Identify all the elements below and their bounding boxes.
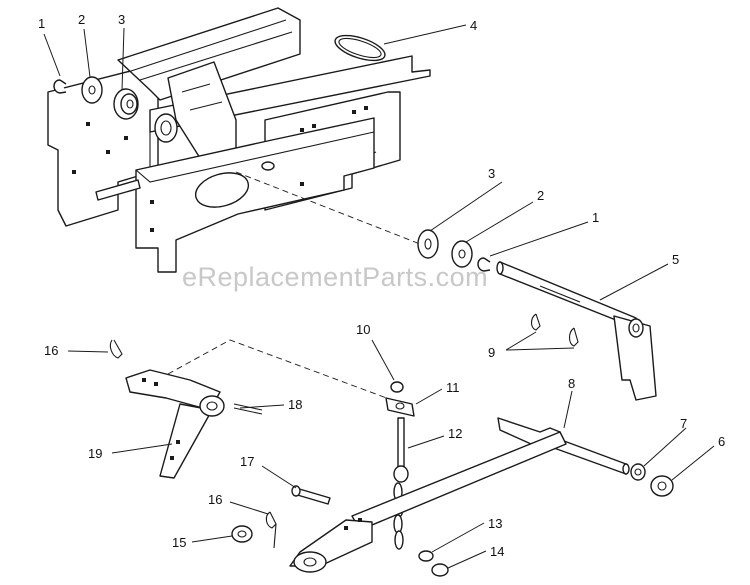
nut-6 <box>650 475 674 497</box>
lower-hardware <box>231 485 449 577</box>
axle-hardware <box>630 463 674 497</box>
eyebolt-12 <box>397 417 405 471</box>
leader-lines <box>43 24 715 569</box>
callout-15: 15 <box>172 535 186 550</box>
nut-10 <box>390 381 404 393</box>
callout-1-lower: 1 <box>592 210 599 225</box>
pivot-hardware <box>385 381 415 483</box>
callout-2-lower: 2 <box>537 188 544 203</box>
callout-19: 19 <box>88 446 102 461</box>
lift-arm-19 <box>109 339 393 479</box>
callout-9: 9 <box>488 345 495 360</box>
lift-shaft-5 <box>235 171 657 401</box>
washer-15 <box>231 525 253 543</box>
cotter-pins-9 <box>530 313 579 347</box>
shaft-hardware <box>417 229 491 272</box>
callout-10: 10 <box>356 322 370 337</box>
callout-13: 13 <box>488 516 502 531</box>
bushing-3-lower <box>417 229 439 259</box>
hairpin-16-lower <box>265 511 277 529</box>
watermark-text: eReplacementParts.com <box>182 262 488 292</box>
pivot-block-11 <box>385 397 415 417</box>
callout-12: 12 <box>448 426 462 441</box>
callout-18: 18 <box>288 397 302 412</box>
ring-4 <box>334 34 386 62</box>
washer-7 <box>630 463 646 481</box>
washer-2-lower <box>451 240 473 268</box>
rockshaft-8 <box>289 417 630 573</box>
callout-14: 14 <box>490 544 504 559</box>
callout-3-lower: 3 <box>488 166 495 181</box>
nut-14 <box>431 563 449 577</box>
callout-1-upper: 1 <box>38 16 45 31</box>
callout-3-upper: 3 <box>118 12 125 27</box>
callout-7: 7 <box>680 416 687 431</box>
callout-8: 8 <box>568 376 575 391</box>
clip-1-upper <box>53 79 67 94</box>
callout-16-upper: 16 <box>44 343 58 358</box>
callout-17: 17 <box>240 454 254 469</box>
callout-11: 11 <box>446 380 460 395</box>
upper-left-hardware <box>53 76 139 120</box>
callout-4: 4 <box>470 18 477 33</box>
washer-13 <box>418 550 434 562</box>
callout-labels: 1 2 3 4 3 2 1 5 10 9 16 11 8 18 12 7 6 1… <box>38 12 725 559</box>
callout-16-lower: 16 <box>208 492 222 507</box>
clip-1-lower <box>477 257 491 272</box>
callout-2-upper: 2 <box>78 12 85 27</box>
callout-5: 5 <box>672 252 679 267</box>
washer-2-upper <box>81 76 103 104</box>
callout-6: 6 <box>718 434 725 449</box>
